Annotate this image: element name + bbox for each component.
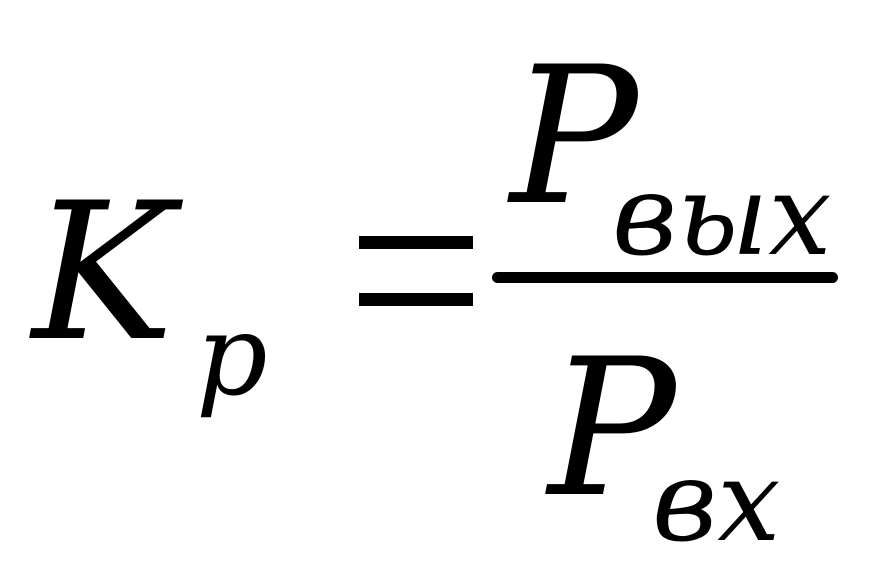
numerator-symbol: P [510, 26, 638, 247]
equals-sign [359, 236, 473, 306]
lhs-subscript: p [196, 291, 268, 421]
equals-bottom-bar [359, 293, 473, 306]
equals-top-bar [359, 236, 473, 249]
lhs-symbol: K [32, 162, 174, 383]
numerator-subscript: вых [612, 151, 832, 281]
fraction-line [492, 272, 838, 283]
denominator-symbol: P [548, 318, 676, 539]
denominator-subscript: вх [652, 437, 781, 567]
